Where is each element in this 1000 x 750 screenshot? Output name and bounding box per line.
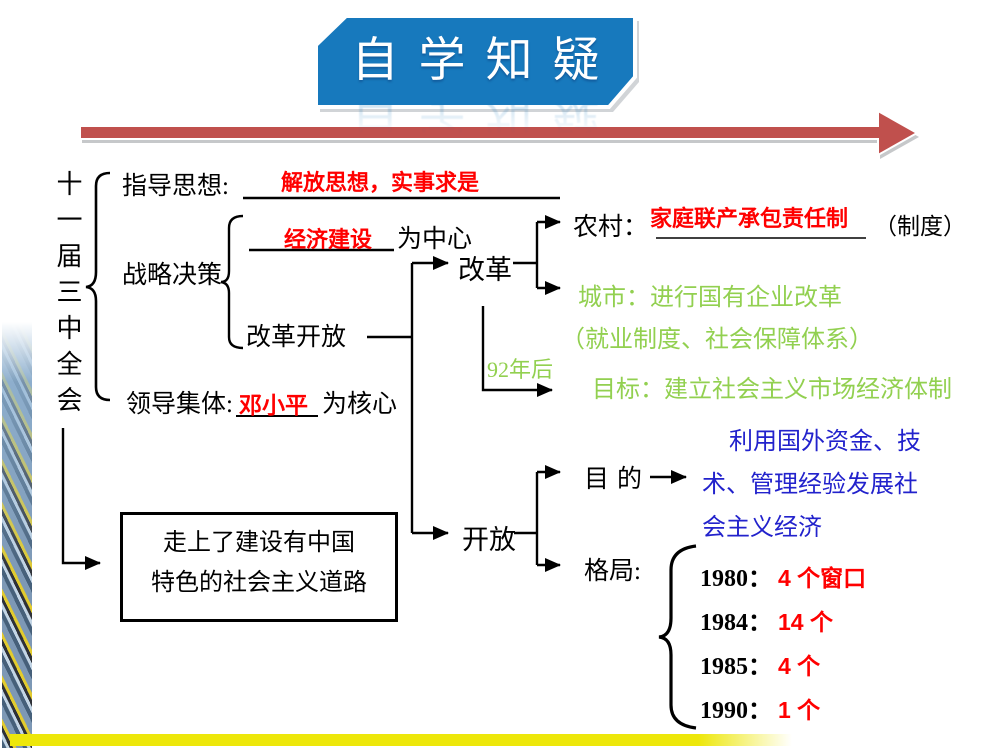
rural-value: 家庭联产承包责任制 [650, 206, 849, 231]
pattern-item-1984: 1984：14 个 [700, 602, 833, 637]
economy-value: 经济建设 [284, 227, 373, 252]
title-banner [314, 14, 639, 112]
pattern-value: 4 个窗口 [778, 565, 867, 591]
pattern-year: 1985： [700, 654, 772, 680]
pattern-item-1985: 1985：4 个 [700, 646, 820, 681]
section-arrow [79, 109, 920, 159]
urban-line2: （就业制度、社会保障体系） [561, 327, 873, 353]
conclusion-box: 走上了建设有中国 特色的社会主义道路 [120, 512, 398, 622]
leadership-value: 邓小平 [239, 392, 308, 418]
pattern-year: 1984： [700, 610, 772, 636]
left-photo-strip [2, 322, 32, 748]
goal-label: 目标：建立社会主义市场经济体制 [592, 377, 952, 403]
arrow-after92-to-goal [481, 306, 553, 397]
pattern-value: 1 个 [778, 697, 821, 723]
connectors [61, 215, 687, 572]
after92-label: 92年后 [487, 357, 554, 382]
underlines [236, 196, 866, 417]
purpose-line-2: 术、管理经验发展社 [702, 472, 918, 498]
leadership-suffix: 为核心 [322, 391, 398, 418]
economy-suffix: 为中心 [397, 226, 473, 253]
urban-line1: 城市：进行国有企业改革 [578, 285, 842, 311]
purpose-line-3: 会主义经济 [702, 515, 822, 541]
pattern-item-1990: 1990：1 个 [700, 690, 820, 725]
pattern-year: 1990： [700, 698, 772, 724]
brace-pattern [658, 544, 697, 730]
pattern-item-1980: 1980：4 个窗口 [700, 558, 866, 593]
page-title: 自学知疑 [351, 35, 620, 87]
rural-label: 农村： [573, 214, 649, 241]
bottom-yellow-bar [10, 734, 792, 746]
purpose-label: 目的 [584, 466, 651, 493]
pattern-value: 14 个 [778, 609, 833, 635]
reform-label: 改革 [458, 255, 512, 285]
reform-opening-label: 改革开放 [246, 324, 347, 351]
guiding-value: 解放思想，实事求是 [281, 170, 480, 195]
strategy-label: 战略决策 [122, 262, 223, 289]
arrow-root-to-conclusion [61, 428, 101, 570]
guiding-label: 指导思想: [122, 173, 229, 200]
pattern-label: 格局: [584, 558, 641, 585]
leadership-label: 领导集体: [126, 391, 233, 418]
pattern-year: 1980： [700, 566, 772, 592]
pattern-value: 4 个 [778, 653, 821, 679]
conclusion-line-1: 走上了建设有中国 [163, 530, 355, 556]
purpose-line-1: 利用国外资金、技 [729, 429, 921, 455]
root-label: 十一届三中全会 [53, 170, 82, 422]
rural-suffix: （制度） [874, 214, 966, 239]
conclusion-line-2: 特色的社会主义道路 [151, 570, 367, 596]
opening-label: 开放 [462, 525, 516, 555]
braces [85, 171, 697, 730]
brace-strategy [220, 214, 244, 350]
brace-root [85, 171, 111, 402]
